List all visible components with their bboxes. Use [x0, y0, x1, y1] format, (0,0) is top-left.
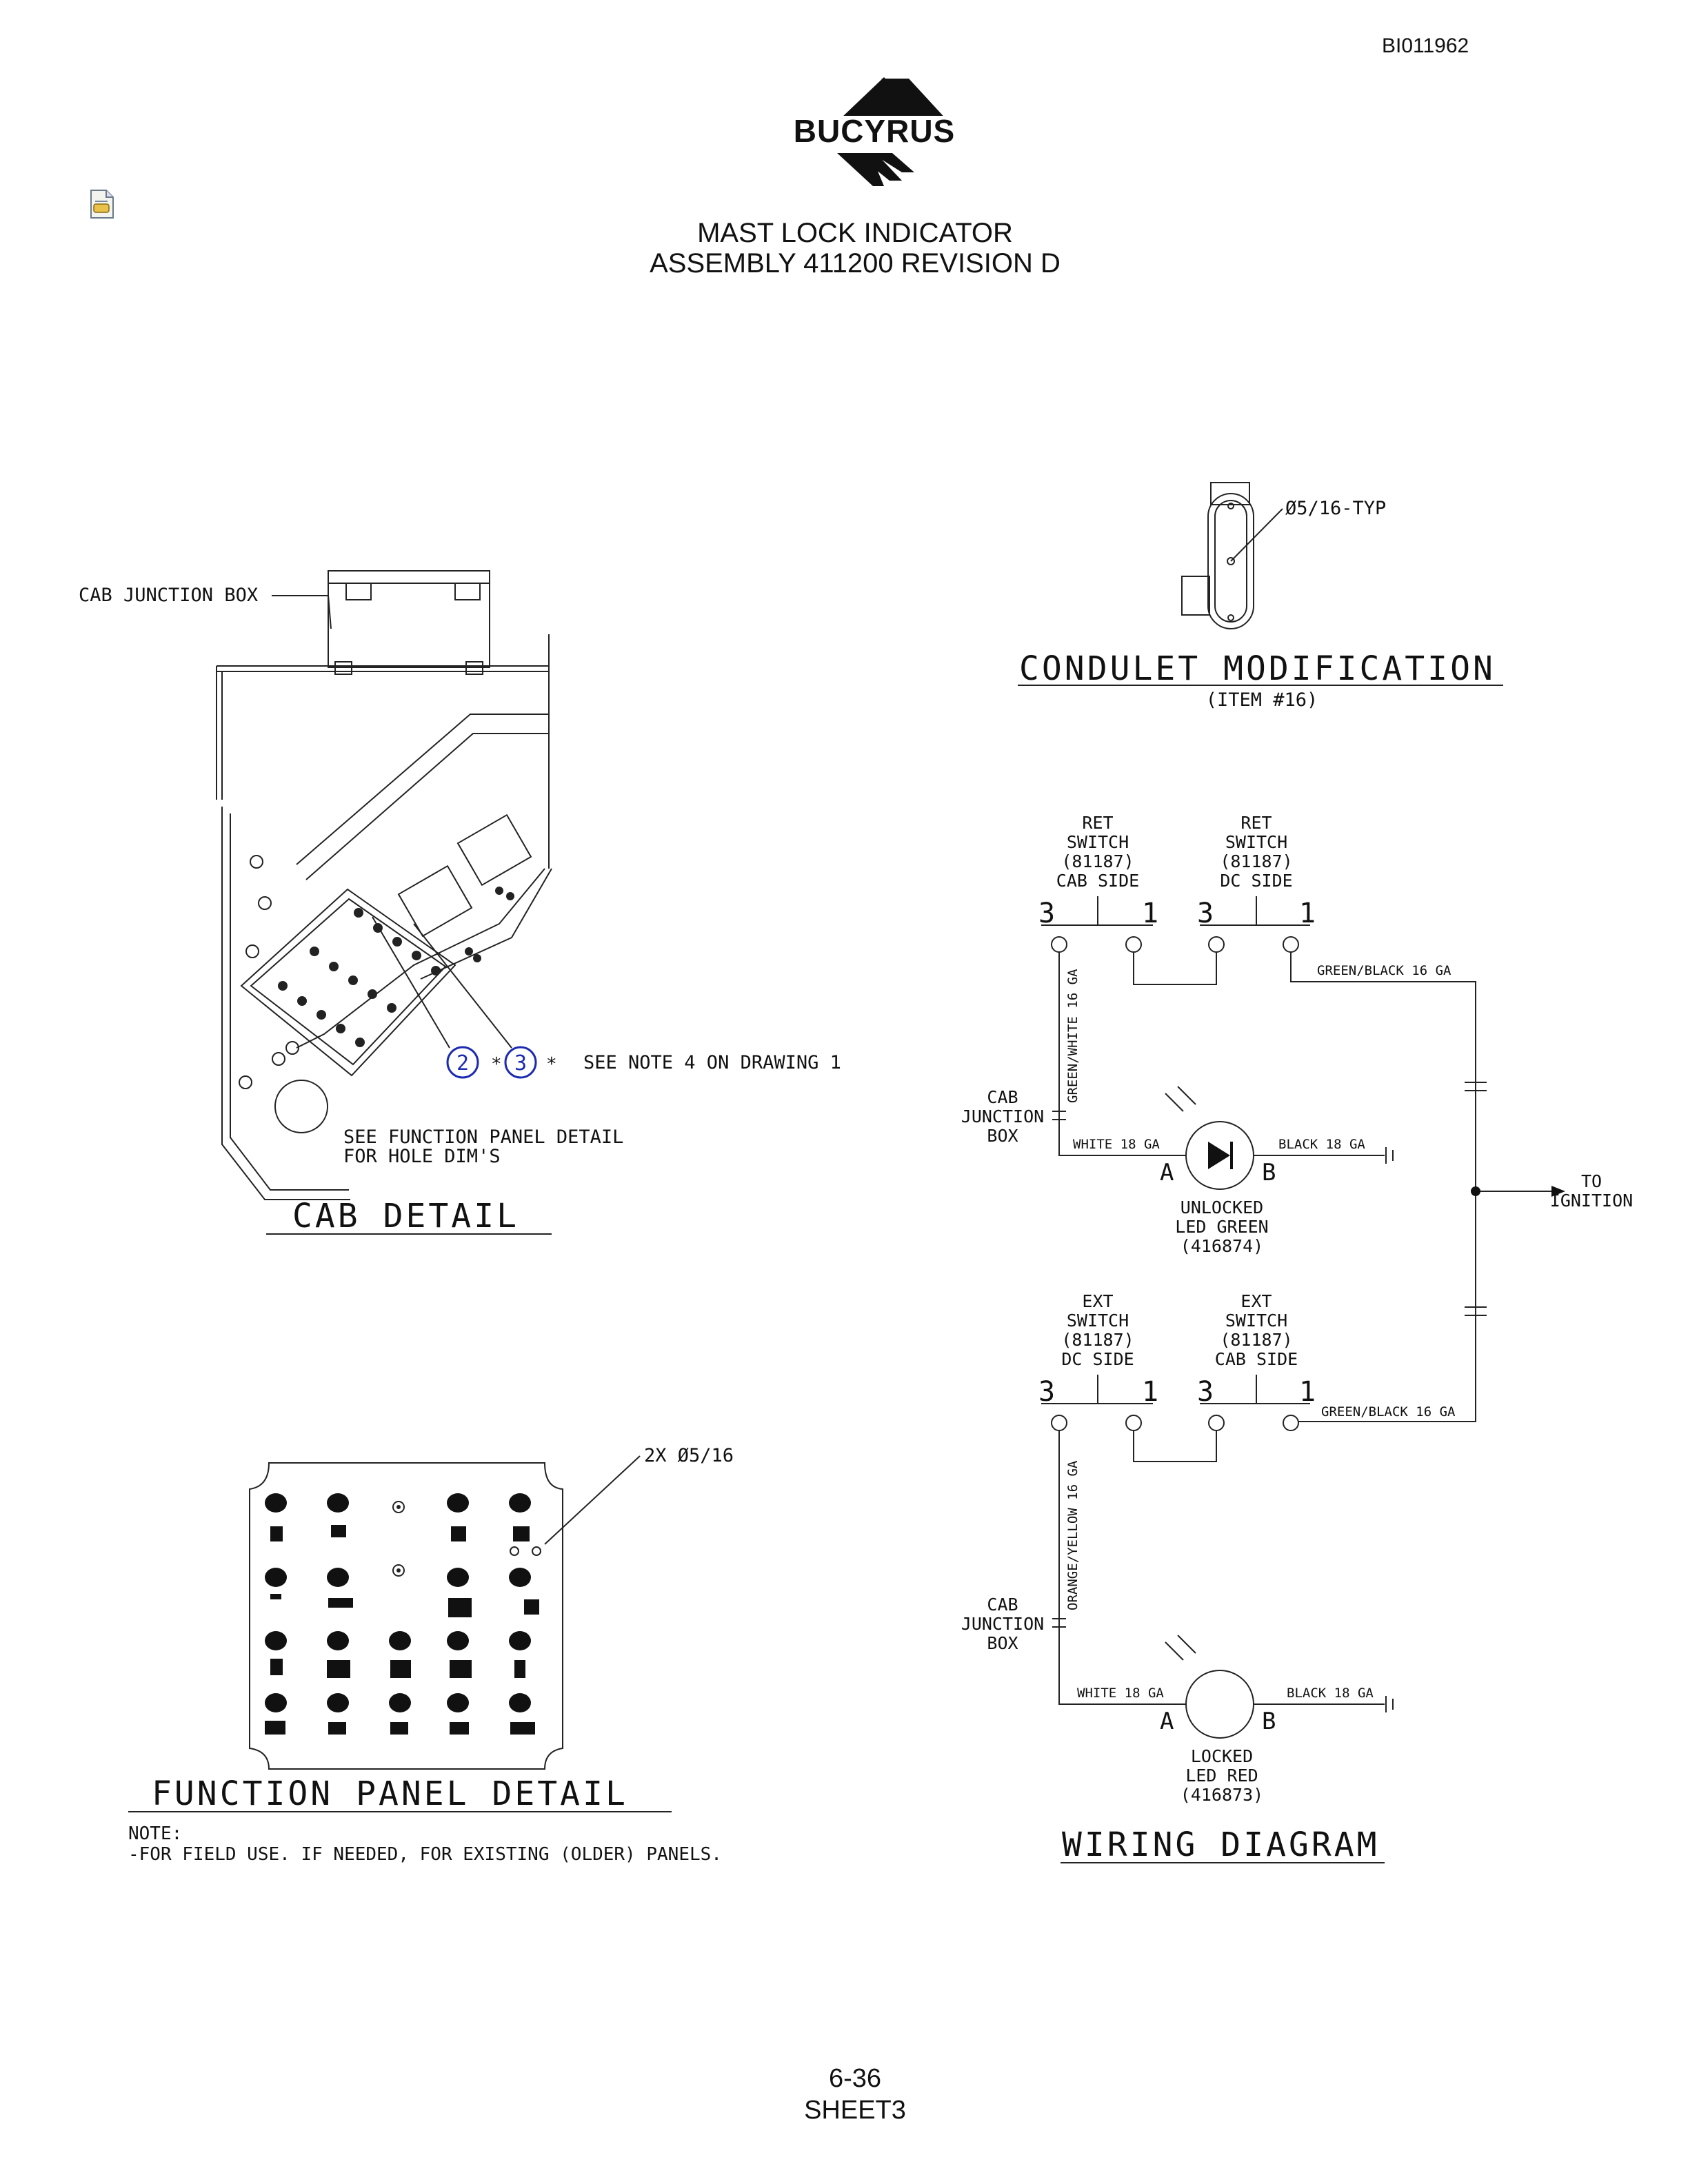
ret-switch-dc-side-label: RET SWITCH (81187) DC SIDE — [1220, 813, 1292, 891]
terminal-labels: 3 1 3 1 3 1 3 1 — [1038, 898, 1316, 1408]
t-ext-dc-3: 3 — [1038, 1376, 1055, 1408]
cab-jb-top-l2: JUNCTION — [961, 1106, 1044, 1126]
ret-cab-l2: SWITCH — [1067, 832, 1129, 852]
wire-white-bottom: WHITE 18 GA — [1077, 1686, 1164, 1701]
locked-led-l3: (416873) — [1180, 1785, 1263, 1805]
ret-switch-cab-side-label: RET SWITCH (81187) CAB SIDE — [1056, 813, 1139, 891]
balloon-3-text: 3 — [514, 1051, 527, 1075]
led-locked-b: B — [1262, 1708, 1276, 1735]
wire-green-white: GREEN/WHITE 16 GA — [1065, 969, 1081, 1103]
condulet-title: CONDULET MODIFICATION — [1019, 649, 1496, 688]
function-panel-note-text: -FOR FIELD USE. IF NEEDED, FOR EXISTING … — [128, 1844, 722, 1865]
wires — [1052, 952, 1551, 1712]
cab-junction-box-label: CAB JUNCTION BOX — [79, 585, 258, 606]
function-panel-note-label: NOTE: — [128, 1823, 182, 1844]
ext-dc-l1: EXT — [1082, 1291, 1113, 1311]
sheet-label: SHEET3 — [804, 2096, 906, 2125]
ext-cab-l3: (81187) — [1220, 1330, 1292, 1350]
attachment-file-icon[interactable] — [88, 189, 116, 219]
page-title-line2: ASSEMBLY 411200 REVISION D — [650, 248, 1061, 279]
locked-led-l1: LOCKED — [1191, 1746, 1253, 1766]
wire-green-black-bottom: GREEN/BLACK 16 GA — [1321, 1404, 1456, 1419]
asterisk-1: * — [491, 1054, 502, 1075]
t-ret-dc-1: 1 — [1299, 898, 1316, 929]
ext-dc-l4: DC SIDE — [1061, 1349, 1134, 1369]
condulet-dim: Ø5/16-TYP — [1285, 498, 1386, 519]
ext-cab-l4: CAB SIDE — [1215, 1349, 1298, 1369]
led-locked-red — [1165, 1635, 1254, 1739]
cab-jb-top-l1: CAB — [987, 1087, 1018, 1107]
ret-cab-l3: (81187) — [1061, 851, 1134, 871]
locked-led-l2: LED RED — [1185, 1766, 1258, 1786]
see-note-ref: SEE NOTE 4 ON DRAWING 1 — [583, 1052, 841, 1073]
t-ret-cab-1: 1 — [1142, 898, 1158, 929]
balloon-2-text: 2 — [456, 1051, 469, 1075]
see-function-panel-line1: SEE FUNCTION PANEL DETAIL — [343, 1126, 623, 1148]
t-ret-dc-3: 3 — [1197, 898, 1214, 929]
cab-jb-bot-l2: JUNCTION — [961, 1614, 1044, 1634]
led-locked-a: A — [1160, 1708, 1174, 1735]
ret-dc-l4: DC SIDE — [1220, 871, 1292, 891]
cab-jb-top-l3: BOX — [987, 1126, 1018, 1146]
condulet-drawing — [1181, 482, 1283, 629]
function-panel-icons — [265, 1493, 539, 1735]
page-number: 6-36 — [828, 2064, 882, 2093]
ext-dc-l3: (81187) — [1061, 1330, 1134, 1350]
asterisk-2: * — [546, 1054, 557, 1075]
t-ext-cab-3: 3 — [1197, 1376, 1214, 1408]
ext-switch-dc-side-label: EXT SWITCH (81187) DC SIDE — [1061, 1291, 1134, 1369]
to-ignition-l2: IGNITION — [1550, 1191, 1633, 1211]
wire-orange-yellow: ORANGE/YELLOW 16 GA — [1065, 1460, 1081, 1610]
cab-junction-box-leader — [272, 595, 332, 629]
wiring-diagram-title: WIRING DIAGRAM — [1062, 1826, 1380, 1864]
document-id: BI011962 — [1382, 34, 1469, 57]
balloon-3: 3 — [504, 1046, 537, 1079]
cab-detail-drawing — [216, 570, 552, 1200]
ret-dc-l3: (81187) — [1220, 851, 1292, 871]
t-ext-cab-1: 1 — [1299, 1376, 1316, 1408]
logo-text: BUCYRUS — [794, 113, 955, 149]
ext-switch-cab-side-label: EXT SWITCH (81187) CAB SIDE — [1215, 1291, 1298, 1369]
unlocked-led-l2: LED GREEN — [1175, 1217, 1268, 1237]
page-title-line1: MAST LOCK INDICATOR — [697, 218, 1013, 248]
function-panel-outline — [249, 1455, 641, 1770]
bucyrus-logo: BUCYRUS — [782, 77, 968, 186]
function-panel-holes — [392, 1501, 541, 1577]
t-ret-cab-3: 3 — [1038, 898, 1055, 929]
cab-jb-bot-l3: BOX — [987, 1633, 1018, 1653]
cab-detail-title: CAB DETAIL — [292, 1197, 519, 1235]
led-unlocked-a: A — [1160, 1159, 1174, 1186]
wire-black-top: BLACK 18 GA — [1278, 1137, 1365, 1152]
ext-dc-l2: SWITCH — [1067, 1311, 1129, 1331]
ret-dc-l1: RET — [1240, 813, 1272, 833]
balloon-2: 2 — [446, 1046, 479, 1079]
ignition-arrow — [1551, 1186, 1565, 1197]
t-ext-dc-1: 1 — [1142, 1376, 1158, 1408]
function-panel-title: FUNCTION PANEL DETAIL — [152, 1775, 628, 1813]
unlocked-led-l1: UNLOCKED — [1180, 1197, 1263, 1217]
ignition-junction-dot — [1471, 1186, 1480, 1196]
function-panel-dim: 2X Ø5/16 — [644, 1445, 734, 1466]
ret-cab-l1: RET — [1082, 813, 1113, 833]
led-unlocked-green — [1165, 1086, 1254, 1190]
ext-cab-l2: SWITCH — [1225, 1311, 1287, 1331]
led-unlocked-b: B — [1262, 1159, 1276, 1186]
ret-cab-l4: CAB SIDE — [1056, 871, 1139, 891]
condulet-subtitle: (ITEM #16) — [1206, 689, 1318, 711]
unlocked-led-l3: (416874) — [1180, 1236, 1263, 1256]
ext-cab-l1: EXT — [1240, 1291, 1272, 1311]
cab-jb-bot-l1: CAB — [987, 1595, 1018, 1615]
to-ignition-l1: TO — [1581, 1171, 1602, 1191]
wire-black-bottom: BLACK 18 GA — [1287, 1686, 1374, 1701]
see-function-panel-line2: FOR HOLE DIM'S — [343, 1146, 501, 1167]
wire-green-black-top: GREEN/BLACK 16 GA — [1317, 963, 1451, 978]
wire-white-top: WHITE 18 GA — [1073, 1137, 1160, 1152]
ret-dc-l2: SWITCH — [1225, 832, 1287, 852]
